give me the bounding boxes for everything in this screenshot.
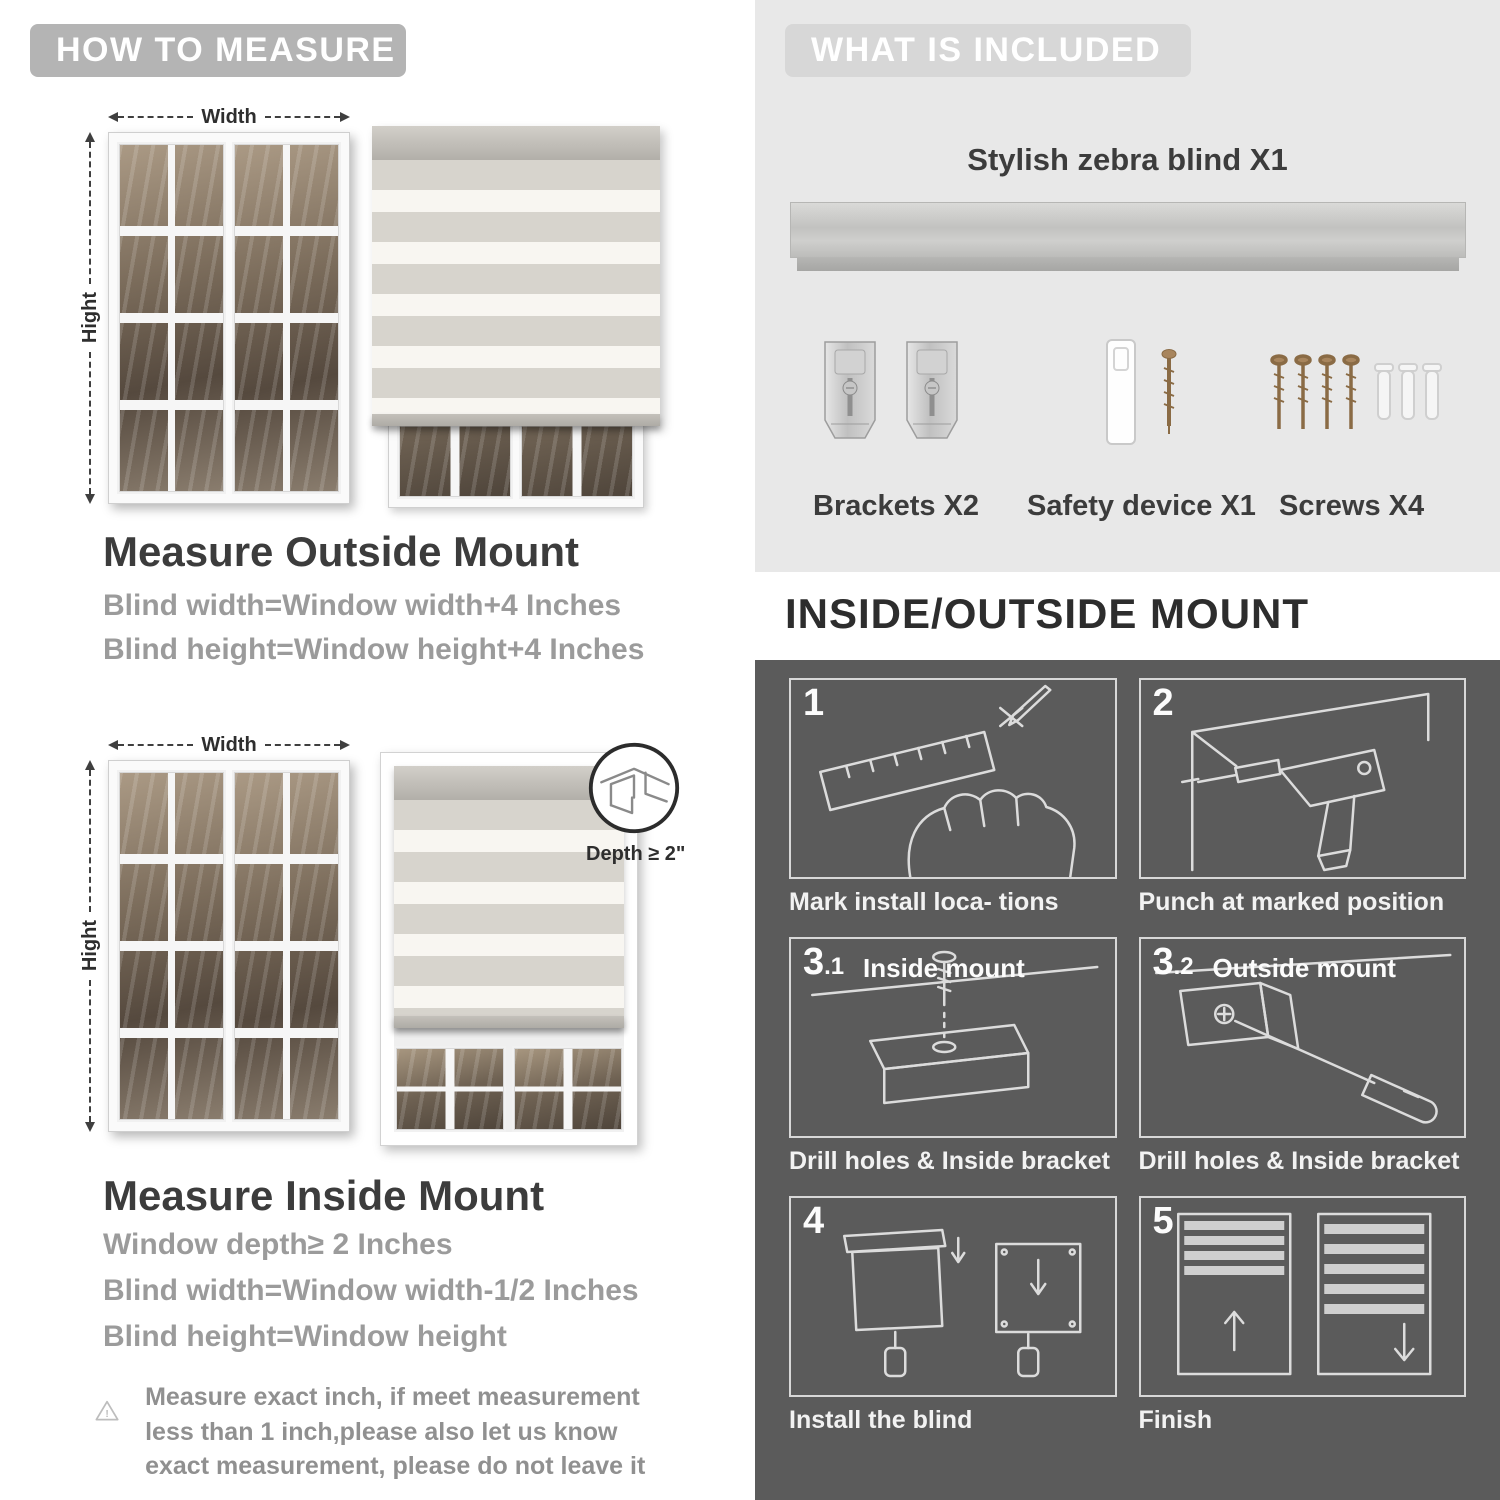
inside-outside-mount-header: INSIDE/OUTSIDE MOUNT	[785, 590, 1310, 637]
zebra-blind-illustration	[372, 126, 660, 426]
warning-triangle-icon: !	[95, 1400, 119, 1421]
window-photo	[108, 760, 350, 1132]
step-2-caption: Punch at marked position	[1138, 888, 1445, 916]
zebra-blind-headrail	[790, 202, 1466, 271]
step-5-number: 5	[1152, 1200, 1174, 1242]
zebra-blind-label: Stylish zebra blind X1	[967, 142, 1288, 177]
width-arrow-label: Width	[201, 733, 257, 756]
outside-mount-line-2: Blind height=Window height+4 Inches	[103, 633, 645, 666]
bracket-icon	[824, 341, 876, 439]
step-2-panel: 2	[1138, 678, 1466, 879]
safety-device-illustration	[1085, 336, 1205, 459]
svg-text:!: !	[105, 1409, 108, 1420]
mark-locations-illustration	[819, 684, 1076, 877]
window-sash	[117, 142, 226, 494]
step-1-caption: Mark install loca- tions	[789, 888, 1059, 916]
screws-label: Screws X4	[1279, 490, 1425, 522]
inside-mount-line-3: Blind height=Window height	[103, 1320, 507, 1353]
step-5-caption: Finish	[1138, 1406, 1213, 1434]
step-1-panel: 1	[789, 678, 1117, 879]
how-to-measure-header: HOW TO MEASURE	[30, 24, 406, 77]
window-sash	[394, 1046, 506, 1132]
step-5: 5	[1138, 1196, 1466, 1439]
step-4: 4	[789, 1196, 1117, 1439]
warning-text: Measure exact inch, if meet measurement …	[145, 1383, 646, 1480]
blind-bottom-rail	[394, 1016, 624, 1028]
mount-steps-section: 1 Mark install loca- tions	[755, 660, 1500, 1500]
install-blind-illustration	[843, 1228, 1082, 1378]
window-photo	[108, 132, 350, 504]
arrow-down-icon	[85, 494, 95, 504]
step-3-1: 3.1 Inside mount Dri	[789, 937, 1117, 1180]
arrow-up-icon	[85, 132, 95, 142]
blind-stripes	[394, 800, 624, 1016]
safety-device-icon	[1106, 339, 1177, 445]
outside-mount-line-1: Blind width=Window width+4 Inches	[103, 589, 622, 622]
step-3-2: 3.2 Outside mount	[1138, 937, 1466, 1180]
window-sash	[232, 142, 341, 494]
depth-detail-circle-icon	[588, 742, 680, 834]
blind-stripes	[372, 160, 660, 414]
step-3-2-panel: 3.2 Outside mount	[1138, 937, 1466, 1138]
finish-illustration	[1176, 1212, 1431, 1376]
step-2-number: 2	[1152, 682, 1174, 724]
inside-mount-label: Inside mount	[863, 953, 1025, 983]
bracket-icon	[906, 341, 958, 439]
inside-mount-line-2: Blind width=Window width-1/2 Inches	[103, 1274, 639, 1307]
width-arrow: Width	[108, 105, 351, 128]
outside-bracket-illustration	[1154, 953, 1451, 1124]
step-3-1-number: 3.1	[803, 941, 845, 983]
window-sash	[117, 770, 226, 1122]
window-sash	[512, 1046, 624, 1132]
step-4-panel: 4	[789, 1196, 1117, 1397]
width-arrow: Width	[108, 733, 351, 756]
step-5-panel: 5	[1138, 1196, 1466, 1397]
safety-device-label: Safety device X1	[1027, 490, 1256, 522]
window-sash	[232, 770, 341, 1122]
arrow-up-icon	[85, 760, 95, 770]
arrow-left-icon	[108, 740, 118, 750]
inside-mount-blind-figure	[380, 752, 638, 1146]
outside-mount-label: Outside mount	[1212, 953, 1396, 983]
height-arrow: Hight	[72, 760, 108, 1132]
inside-mount-line-1: Window depth≥ 2 Inches	[103, 1228, 453, 1261]
inside-mount-window-figure: Width Hight	[72, 733, 351, 1132]
blind-bottom-rail	[372, 414, 660, 426]
measure-warning: ! Measure exact inch, if meet measuremen…	[95, 1380, 670, 1484]
what-is-included-section: WHAT IS INCLUDED Stylish zebra blind X1	[755, 0, 1500, 572]
depth-label: Depth ≥ 2"	[586, 843, 686, 865]
step-1-number: 1	[803, 682, 825, 724]
step-3-1-panel: 3.1 Inside mount	[789, 937, 1117, 1138]
step-4-caption: Install the blind	[789, 1406, 973, 1434]
height-arrow-label: Hight	[78, 920, 101, 972]
zebra-blind-illustration	[394, 766, 624, 1028]
what-is-included-header: WHAT IS INCLUDED	[785, 24, 1191, 77]
height-arrow: Hight	[72, 132, 108, 504]
arrow-right-icon	[340, 740, 351, 750]
width-arrow-label: Width	[201, 105, 257, 128]
inside-mount-title: Measure Inside Mount	[103, 1172, 545, 1219]
step-2: 2 Punch at marked position	[1138, 678, 1466, 921]
outside-mount-blind-figure	[372, 126, 660, 508]
outside-mount-window-figure: Width Hight	[72, 105, 351, 504]
screws-icon	[1270, 354, 1442, 429]
arrow-down-icon	[85, 1122, 95, 1132]
step-4-number: 4	[803, 1200, 825, 1242]
arrow-left-icon	[108, 112, 118, 122]
step-3-1-caption: Drill holes & Inside bracket	[789, 1147, 1110, 1175]
step-3-2-number: 3.2	[1152, 941, 1194, 983]
inside-bracket-illustration	[811, 950, 1099, 1105]
blind-cassette	[372, 126, 660, 160]
height-arrow-label: Hight	[78, 292, 101, 344]
outside-mount-title: Measure Outside Mount	[103, 528, 580, 575]
step-3-2-caption: Drill holes & Inside bracket	[1138, 1147, 1460, 1175]
brackets-illustration	[817, 338, 965, 450]
arrow-right-icon	[340, 112, 351, 122]
screws-illustration	[1267, 350, 1443, 455]
depth-callout: Depth ≥ 2"	[586, 740, 686, 866]
punch-drill-illustration	[1180, 692, 1429, 872]
brackets-label: Brackets X2	[813, 490, 980, 522]
step-1: 1 Mark install loca- tions	[789, 678, 1117, 921]
blind-cassette	[394, 766, 624, 800]
